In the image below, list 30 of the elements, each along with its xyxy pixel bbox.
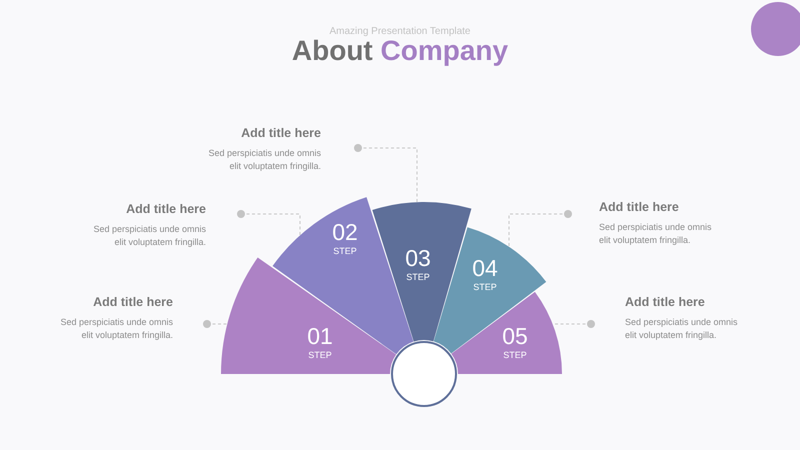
description: Sed perspiciatis unde omnis elit voluptatem fringilla. — [599, 221, 713, 247]
step-number: 05 — [502, 324, 528, 348]
title: About Company — [292, 35, 508, 68]
step-label: STEP — [406, 272, 430, 282]
description: Sed perspiciatis unde omnis elit voluptatem fringilla. — [207, 147, 321, 173]
step-label: STEP — [473, 282, 497, 292]
heading: Add title here — [625, 294, 705, 310]
leader-line — [508, 210, 572, 248]
step-number: 01 — [307, 324, 333, 348]
leader-line — [203, 320, 228, 328]
step-number: 04 — [472, 256, 498, 280]
step-label: STEP — [333, 246, 357, 256]
heading: Add title here — [93, 294, 173, 310]
leader-line — [237, 210, 300, 236]
step-number: 03 — [405, 246, 431, 270]
subtitle: Amazing Presentation Template — [330, 25, 470, 38]
leader-line — [552, 320, 595, 328]
heading: Add title here — [241, 125, 321, 141]
description: Sed perspiciatis unde omnis elit voluptatem fringilla. — [92, 223, 206, 249]
description: Sed perspiciatis unde omnis elit voluptatem fringilla. — [59, 316, 173, 342]
step-label: STEP — [503, 350, 527, 360]
fan-segment — [451, 292, 562, 374]
step-number: 02 — [332, 220, 358, 244]
heading: Add title here — [126, 201, 206, 217]
fan-segment — [221, 258, 396, 374]
leader-line — [354, 144, 418, 203]
step-label: STEP — [308, 350, 332, 360]
heading: Add title here — [599, 199, 679, 215]
description: Sed perspiciatis unde omnis elit voluptatem fringilla. — [625, 316, 739, 342]
fan-segment — [372, 202, 472, 342]
